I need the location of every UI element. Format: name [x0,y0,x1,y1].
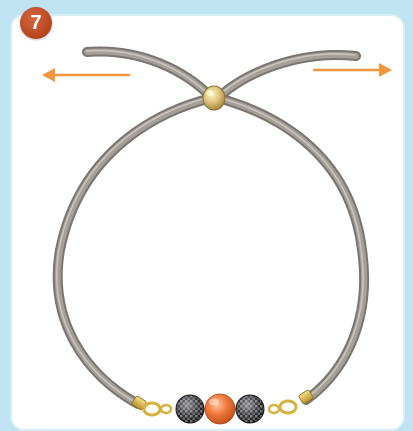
right-end-cap [269,390,314,413]
slider-bead [203,86,225,110]
left-end-cap [131,396,171,415]
bead-black-left [176,395,204,423]
bead-black-right [236,395,264,423]
arrow-left-icon [42,68,130,82]
bead-orange-center [205,394,235,424]
step-number-badge: 7 [20,7,52,39]
arrow-right-icon [313,63,392,77]
